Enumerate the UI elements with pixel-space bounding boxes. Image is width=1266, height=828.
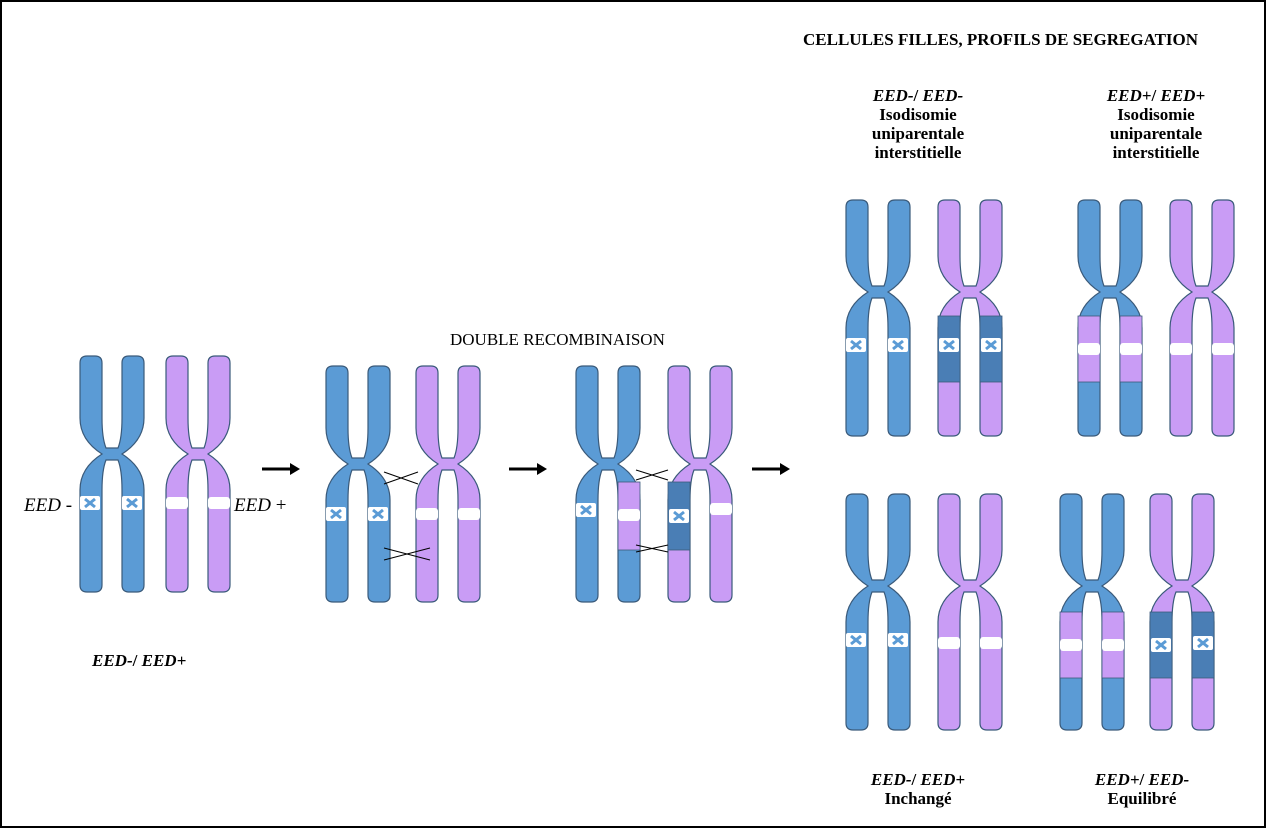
parent-genotype: EED-/ EED+ — [92, 651, 186, 670]
mutation-marker-icon — [888, 338, 908, 352]
wildtype-marker — [618, 509, 640, 521]
chromosome-outcome3-purple — [938, 494, 1002, 730]
wildtype-marker — [1170, 343, 1192, 355]
mutation-marker-icon — [981, 338, 1001, 352]
chromosome-outcome1-blue — [846, 200, 910, 436]
mutation-marker-icon — [368, 507, 388, 521]
crossover-cross-icon — [636, 470, 668, 480]
mutation-marker-icon — [846, 633, 866, 647]
chromosome-purple-crossover — [416, 366, 480, 602]
wildtype-marker — [166, 497, 188, 509]
outcome-3-caption: EED-/ EED+ Inchangé — [848, 770, 988, 808]
wildtype-marker — [710, 503, 732, 515]
mutation-marker-icon — [326, 507, 346, 521]
chromosome-outcome2-purple — [1170, 200, 1234, 436]
mutation-marker-icon — [122, 496, 142, 510]
arrow-right-icon — [752, 463, 790, 475]
chromosome-outcome2-blue — [1078, 200, 1142, 436]
eed-plus-label: EED + — [234, 495, 286, 517]
mutation-marker-icon — [576, 503, 596, 517]
chromosome-outcome1-purple — [938, 200, 1002, 436]
wildtype-marker — [416, 508, 438, 520]
chromosome-outcome3-blue — [846, 494, 910, 730]
mutation-marker-icon — [80, 496, 100, 510]
chromosome-outcome4-blue — [1060, 494, 1124, 730]
chromosome-blue-parent — [80, 356, 144, 592]
mutation-marker-icon — [846, 338, 866, 352]
wildtype-marker — [458, 508, 480, 520]
mutation-marker-icon — [888, 633, 908, 647]
middle-title: DOUBLE RECOMBINAISON — [450, 330, 665, 350]
mutation-marker-icon — [669, 509, 689, 523]
wildtype-marker — [208, 497, 230, 509]
arrow-right-icon — [509, 463, 547, 475]
arrow-right-icon — [262, 463, 300, 475]
chromosome-blue-recombined — [576, 366, 640, 602]
figure-title: CELLULES FILLES, PROFILS DE SEGREGATION — [803, 30, 1198, 50]
wildtype-marker — [1102, 639, 1124, 651]
chromosome-purple-parent — [166, 356, 230, 592]
wildtype-marker — [1060, 639, 1082, 651]
chromosome-outcome4-purple — [1150, 494, 1214, 730]
chromosome-purple-recombined — [668, 366, 732, 602]
mutation-marker-icon — [1151, 638, 1171, 652]
wildtype-marker — [938, 637, 960, 649]
wildtype-marker — [1120, 343, 1142, 355]
wildtype-marker — [980, 637, 1002, 649]
chromosome-blue-crossover — [326, 366, 390, 602]
outcome-4-caption: EED+/ EED- Equilibré — [1072, 770, 1212, 808]
chromosome-layer — [80, 200, 1234, 730]
mutation-marker-icon — [939, 338, 959, 352]
wildtype-marker — [1212, 343, 1234, 355]
crossover-cross-icon — [636, 545, 668, 552]
crossover-cross-icon — [384, 472, 418, 484]
wildtype-marker — [1078, 343, 1100, 355]
eed-minus-label: EED - — [24, 495, 72, 517]
mutation-marker-icon — [1193, 636, 1213, 650]
